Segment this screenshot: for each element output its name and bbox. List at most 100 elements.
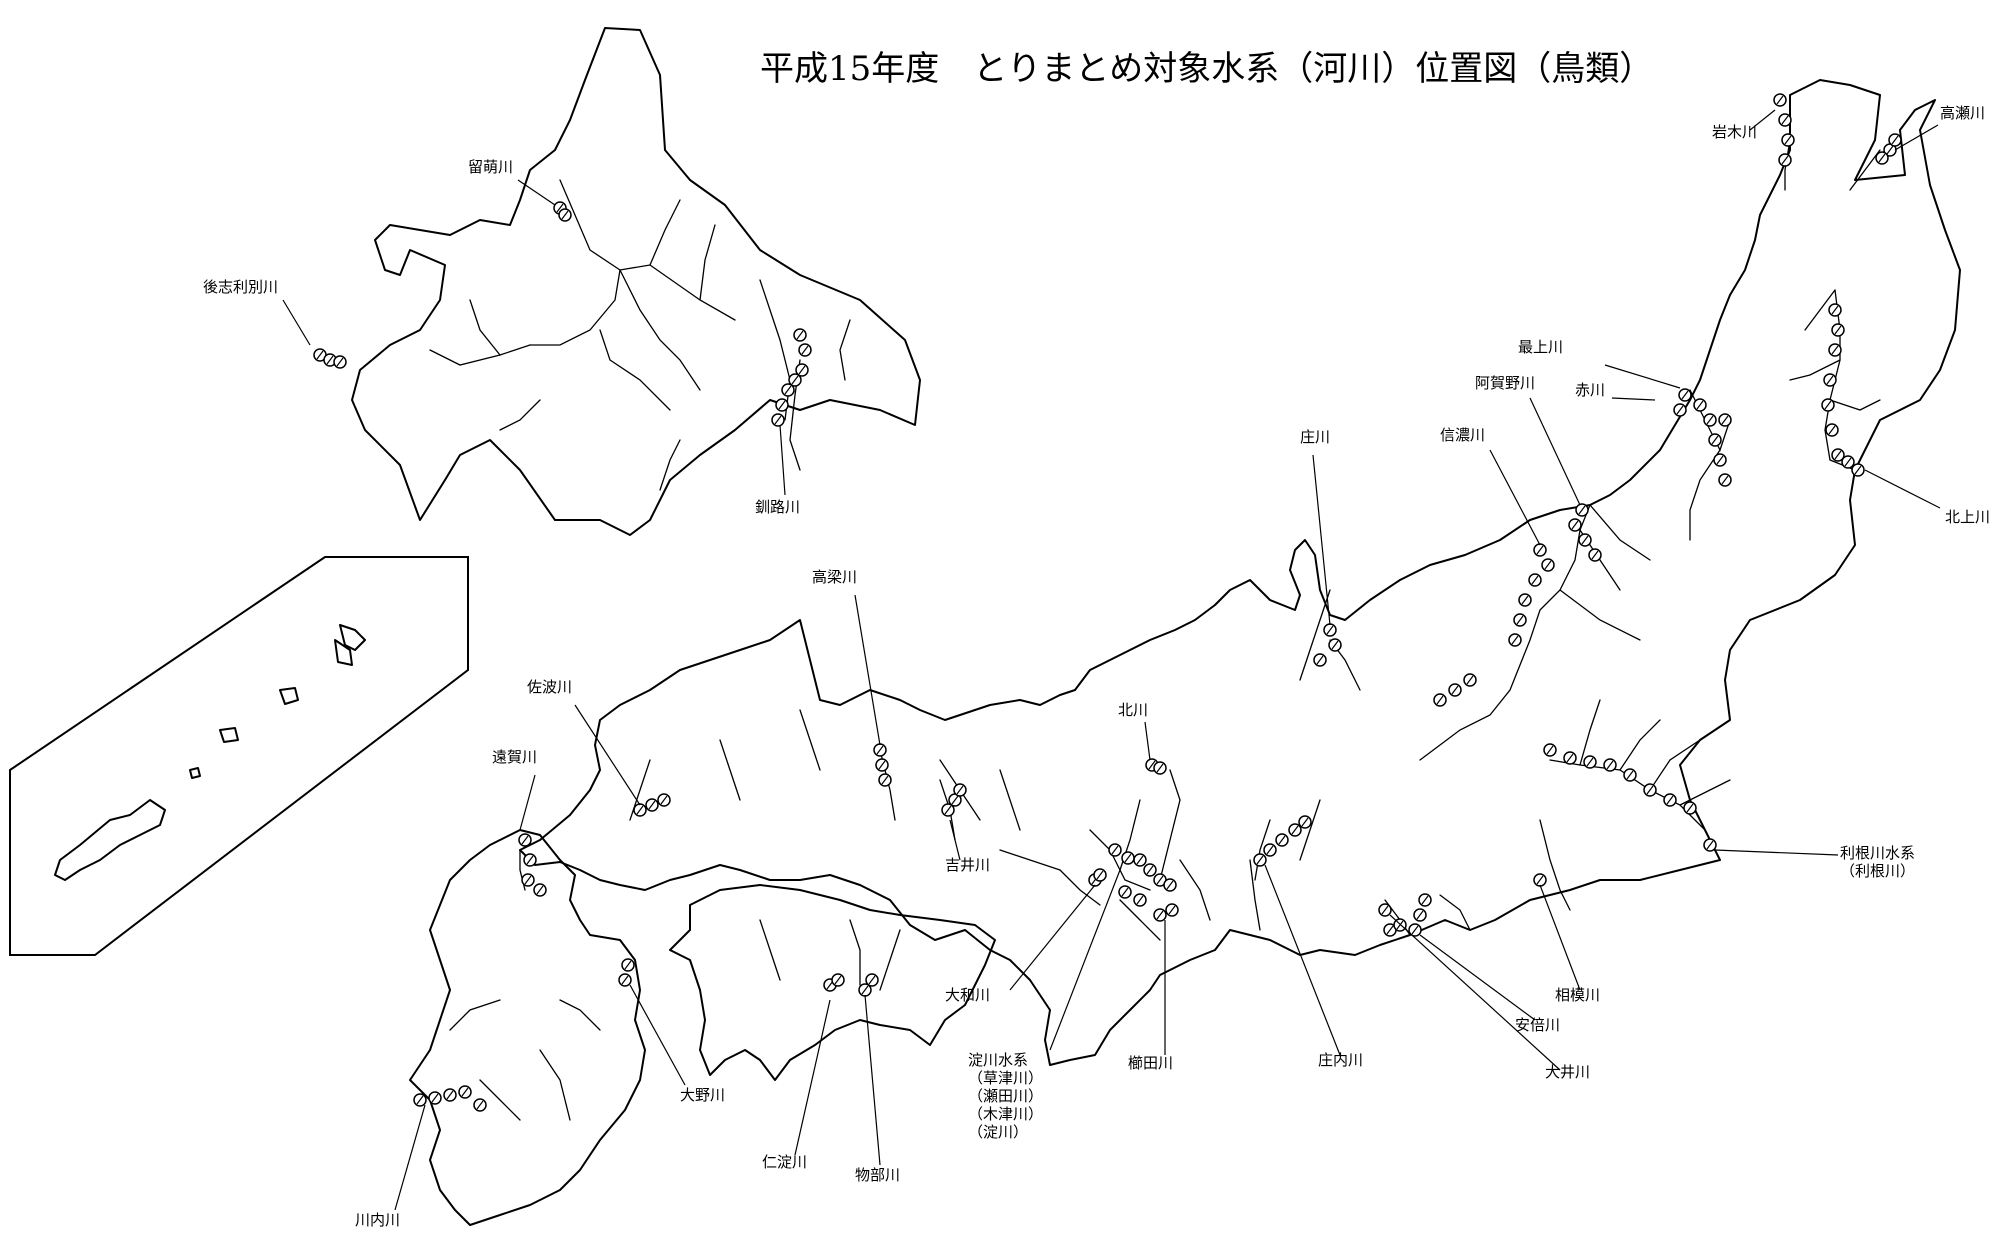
- leader-onga: [519, 774, 536, 831]
- river-label-line: （木津川）: [968, 1105, 1043, 1123]
- survey-site-marker-slash: [1121, 887, 1129, 897]
- river-label-line: 北上川: [1945, 508, 1990, 526]
- coastlines: [54, 27, 1961, 1226]
- river-label-line: （利根川）: [1840, 862, 1915, 880]
- leader-niyodo: [794, 999, 831, 1156]
- survey-site-marker-slash: [1696, 400, 1704, 410]
- survey-site-marker-slash: [446, 1090, 454, 1100]
- survey-site-marker-slash: [416, 1095, 424, 1105]
- river-label-oi: 大井川: [1545, 1063, 1590, 1081]
- survey-site-marker-slash: [1146, 865, 1154, 875]
- survey-site-marker-slash: [1571, 520, 1579, 530]
- kyushu-coast: [409, 829, 646, 1226]
- survey-site-marker-slash: [624, 960, 632, 970]
- survey-site-marker-slash: [536, 885, 544, 895]
- survey-site-marker-slash: [1546, 745, 1554, 755]
- survey-site-marker-slash: [1466, 675, 1474, 685]
- leader-aka: [1611, 397, 1656, 401]
- survey-site-marker-slash: [1578, 505, 1586, 515]
- hokkaido-coast: [351, 27, 921, 536]
- river-label-line: 大和川: [945, 986, 990, 1004]
- river-label-iwaki: 岩木川: [1712, 123, 1757, 141]
- survey-site-marker-slash: [524, 875, 532, 885]
- river-label-kushiro: 釧路川: [755, 498, 800, 516]
- river-label-line: （草津川）: [968, 1069, 1043, 1087]
- river-label-sawa: 佐波川: [527, 678, 572, 696]
- river-label-line: 信濃川: [1440, 426, 1485, 444]
- river-label-takahashi: 高梁川: [812, 568, 857, 586]
- river-label-yamato: 大和川: [945, 986, 990, 1004]
- river-label-line: 岩木川: [1712, 123, 1757, 141]
- map-title: 平成15年度 とりまとめ対象水系（河川）位置図（鳥類）: [760, 49, 1653, 89]
- survey-site-marker-slash: [1156, 875, 1164, 885]
- leader-shinano: [1489, 449, 1541, 546]
- survey-site-marker-slash: [1096, 870, 1104, 880]
- river-label-line: 後志利別川: [203, 278, 278, 296]
- survey-site-marker-slash: [1844, 457, 1852, 467]
- river-label-yodo: 淀川水系（草津川）（瀬田川）（木津川）（淀川）: [968, 1051, 1043, 1141]
- survey-site-marker-slash: [431, 1093, 439, 1103]
- river-label-ono: 大野川: [680, 1086, 725, 1104]
- survey-site-marker-slash: [476, 1100, 484, 1110]
- river-label-monobe: 物部川: [855, 1166, 900, 1184]
- survey-site-marker-slash: [1436, 695, 1444, 705]
- survey-site-marker-slash: [1111, 845, 1119, 855]
- leader-tone: [1714, 849, 1839, 856]
- survey-site-marker-slash: [834, 975, 842, 985]
- survey-site-marker-slash: [1536, 875, 1544, 885]
- survey-site-marker-slash: [1781, 155, 1789, 165]
- river-label-line: 佐波川: [527, 678, 572, 696]
- survey-site-marker-slash: [774, 415, 782, 425]
- survey-site-marker-slash: [1531, 575, 1539, 585]
- survey-site-marker-slash: [1646, 785, 1654, 795]
- survey-site-marker-slash: [521, 835, 529, 845]
- survey-site-marker-slash: [1716, 455, 1724, 465]
- river-label-line: 吉井川: [945, 856, 990, 874]
- survey-site-marker-slash: [1331, 640, 1339, 650]
- survey-site-marker-slash: [791, 375, 799, 385]
- river-label-sagami: 相模川: [1555, 986, 1600, 1004]
- survey-site-marker-slash: [1416, 910, 1424, 920]
- survey-site-marker-slash: [1834, 450, 1842, 460]
- leader-sawa: [574, 704, 641, 806]
- survey-site-marker-slash: [461, 1087, 469, 1097]
- survey-site-marker-slash: [336, 357, 344, 367]
- river-network: [429, 119, 1881, 1121]
- river-label-line: 淀川水系: [968, 1051, 1028, 1069]
- survey-site-marker-slash: [1326, 625, 1334, 635]
- survey-site-marker-slash: [1676, 405, 1684, 415]
- survey-site-marker-slash: [1291, 825, 1299, 835]
- survey-site-marker-slash: [944, 805, 952, 815]
- honshu-coast: [519, 79, 1961, 1066]
- river-label-line: 大井川: [1545, 1063, 1590, 1081]
- river-label-line: 安倍川: [1515, 1016, 1560, 1034]
- river-label-mogami: 最上川: [1518, 338, 1563, 356]
- survey-site-marker-slash: [1566, 753, 1574, 763]
- river-label-line: 高瀬川: [1940, 104, 1985, 122]
- river-label-sendai: 川内川: [355, 1211, 400, 1229]
- survey-site-marker-slash: [1421, 895, 1429, 905]
- river-label-line: 利根川水系: [1840, 844, 1915, 862]
- survey-site-marker-slash: [1544, 560, 1552, 570]
- survey-site-marker-slash: [1831, 345, 1839, 355]
- survey-site-marker-slash: [801, 345, 809, 355]
- survey-site-marker-slash: [1826, 375, 1834, 385]
- survey-site-marker-slash: [1411, 925, 1419, 935]
- survey-site-marker-slash: [621, 975, 629, 985]
- survey-site-marker-slash: [876, 745, 884, 755]
- river-label-line: 川内川: [355, 1211, 400, 1229]
- survey-site-marker-slash: [648, 800, 656, 810]
- leader-kushiro: [779, 424, 786, 496]
- river-label-line: 阿賀野川: [1475, 374, 1535, 392]
- river-labels: 留萌川後志利別川釧路川岩木川高瀬川最上川赤川阿賀野川信濃川北上川庄川高梁川佐波川…: [203, 104, 1990, 1229]
- river-label-line: 庄内川: [1318, 1051, 1363, 1069]
- river-label-agano: 阿賀野川: [1475, 374, 1535, 392]
- river-label-shiribetsu: 後志利別川: [203, 278, 278, 296]
- river-label-line: 遠賀川: [492, 748, 537, 766]
- survey-site-marker-slash: [1886, 145, 1894, 155]
- leader-kita: [1144, 721, 1151, 761]
- river-label-line: 庄川: [1300, 428, 1330, 446]
- river-label-line: 物部川: [855, 1166, 900, 1184]
- river-label-line: 高梁川: [812, 568, 857, 586]
- river-label-line: 大野川: [680, 1086, 725, 1104]
